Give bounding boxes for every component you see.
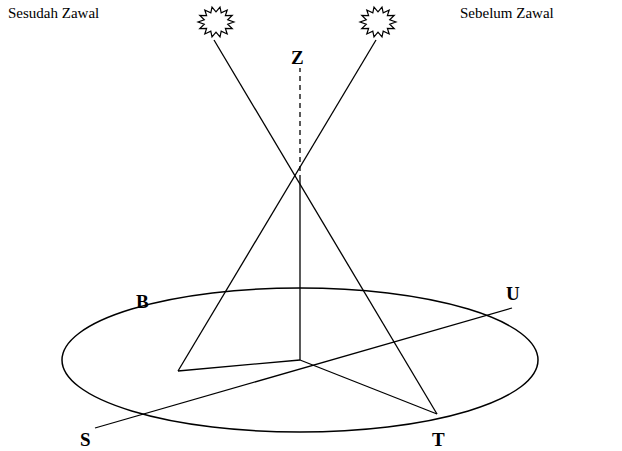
direction-label: B — [136, 292, 149, 311]
east-line — [300, 360, 437, 414]
sun-symbol — [198, 7, 234, 37]
sun-label: Sesudah Zawal — [8, 6, 99, 21]
zenith-dashed-line — [299, 68, 300, 180]
zenith-label: Z — [291, 48, 304, 67]
west-line — [178, 360, 300, 371]
sun-ray-before — [178, 40, 376, 371]
direction-label: T — [432, 430, 445, 449]
direction-label: U — [506, 284, 520, 303]
sun-symbol — [360, 7, 396, 37]
gnomon-line — [299, 180, 300, 360]
sun-label: Sebelum Zawal — [460, 6, 554, 21]
north-south-line — [95, 308, 512, 428]
sun-ray-after — [214, 40, 437, 414]
direction-label: S — [80, 430, 91, 449]
